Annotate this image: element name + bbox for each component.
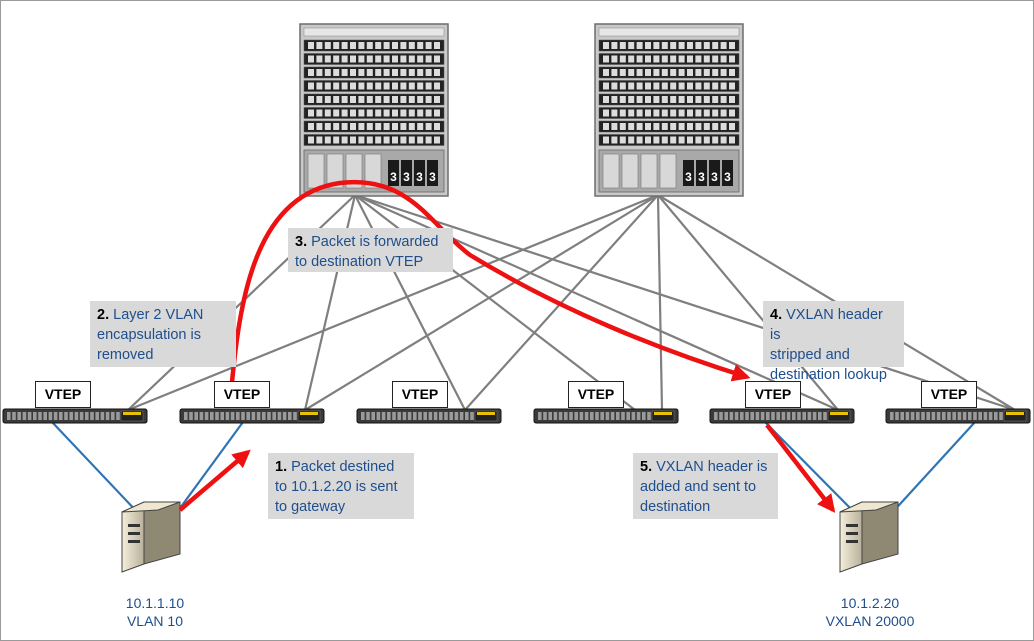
path-to-destination — [765, 423, 836, 513]
step-number: 2. — [97, 307, 110, 323]
leaf-switch-6 — [885, 408, 1031, 424]
psu-digit: 3 — [429, 170, 436, 184]
step-number: 3. — [295, 234, 308, 250]
step-text: VXLAN header is stripped and destination… — [770, 307, 887, 383]
leaf-switch-4 — [533, 408, 679, 424]
psu-digit: 3 — [416, 170, 423, 184]
vtep-label-1: VTEP — [35, 381, 91, 408]
step-number: 5. — [640, 459, 653, 475]
server-destination — [839, 501, 899, 573]
psu-digit: 3 — [403, 170, 410, 184]
leaf-switch-1 — [2, 408, 148, 424]
host-label-destination: 10.1.2.20 VXLAN 20000 — [810, 594, 930, 630]
host-label-source: 10.1.1.10 VLAN 10 — [100, 594, 210, 630]
psu-digit: 3 — [390, 170, 397, 184]
host-segment: VLAN 10 — [126, 613, 184, 629]
callout-step-1: 1. Packet destined to 10.1.2.20 is sent … — [268, 453, 414, 519]
psu-digit: 3 — [685, 170, 692, 184]
step-number: 4. — [770, 307, 783, 323]
step-text: Packet destined to 10.1.2.20 is sent to … — [275, 459, 398, 515]
vtep-label-2: VTEP — [214, 381, 270, 408]
psu-digit: 3 — [698, 170, 705, 184]
leaf-switch-2 — [179, 408, 325, 424]
vtep-label-3: VTEP — [392, 381, 448, 408]
step-text: Layer 2 VLAN encapsulation is removed — [97, 307, 204, 363]
step-text: VXLAN header is added and sent to destin… — [640, 459, 768, 515]
step-number: 1. — [275, 459, 288, 475]
callout-step-3: 3. Packet is forwarded to destination VT… — [288, 228, 453, 272]
packet-path — [178, 179, 836, 513]
leaf-switch-3 — [356, 408, 502, 424]
path-host-to-gateway — [178, 449, 251, 512]
callout-step-2: 2. Layer 2 VLAN encapsulation is removed — [90, 301, 236, 367]
psu-digit: 3 — [711, 170, 718, 184]
host-segment: VXLAN 20000 — [825, 613, 915, 629]
callout-step-4: 4. VXLAN header is stripped and destinat… — [763, 301, 904, 383]
host-ip: 10.1.2.20 — [840, 595, 900, 611]
vtep-label-5: VTEP — [745, 381, 801, 408]
server-source — [121, 501, 181, 573]
callout-step-5: 5. VXLAN header is added and sent to des… — [633, 453, 778, 519]
psu-digit: 3 — [724, 170, 731, 184]
step-text: Packet is forwarded to destination VTEP — [295, 234, 439, 270]
leaf-switch-5 — [709, 408, 855, 424]
host-links — [51, 421, 976, 516]
vtep-label-4: VTEP — [568, 381, 624, 408]
vtep-label-6: VTEP — [921, 381, 977, 408]
path-through-spine — [229, 179, 751, 383]
host-ip: 10.1.1.10 — [125, 595, 185, 611]
